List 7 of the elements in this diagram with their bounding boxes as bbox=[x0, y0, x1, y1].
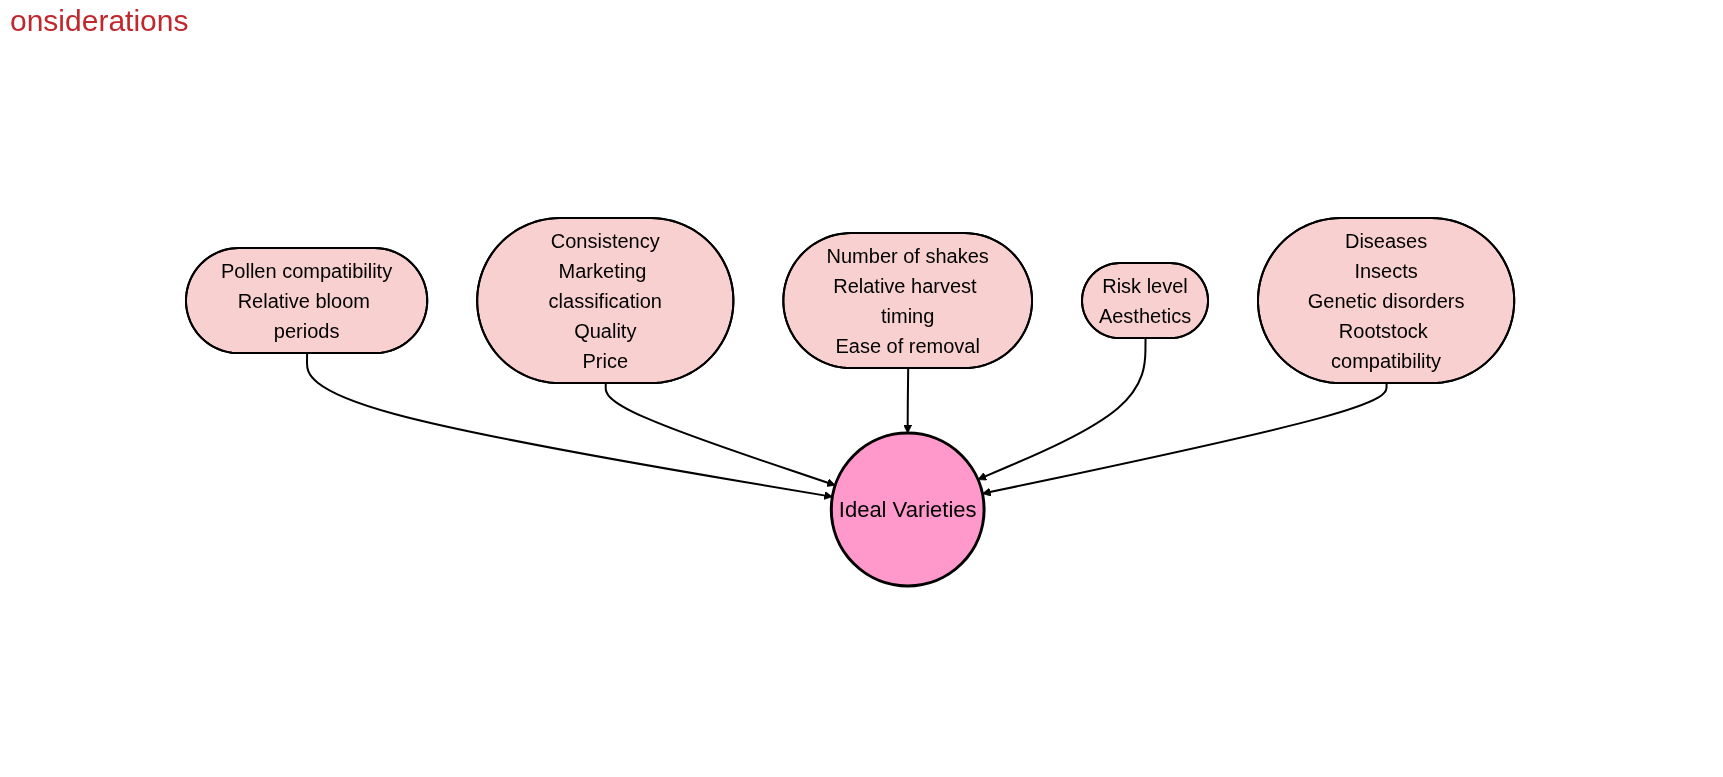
title: onsiderations bbox=[10, 4, 190, 38]
node-circle: Ideal Varieties bbox=[829, 431, 986, 588]
arrow bbox=[604, 382, 836, 487]
arrow bbox=[903, 367, 912, 434]
arrow bbox=[977, 337, 1147, 481]
arrow bbox=[305, 352, 833, 500]
arrow bbox=[981, 382, 1388, 497]
